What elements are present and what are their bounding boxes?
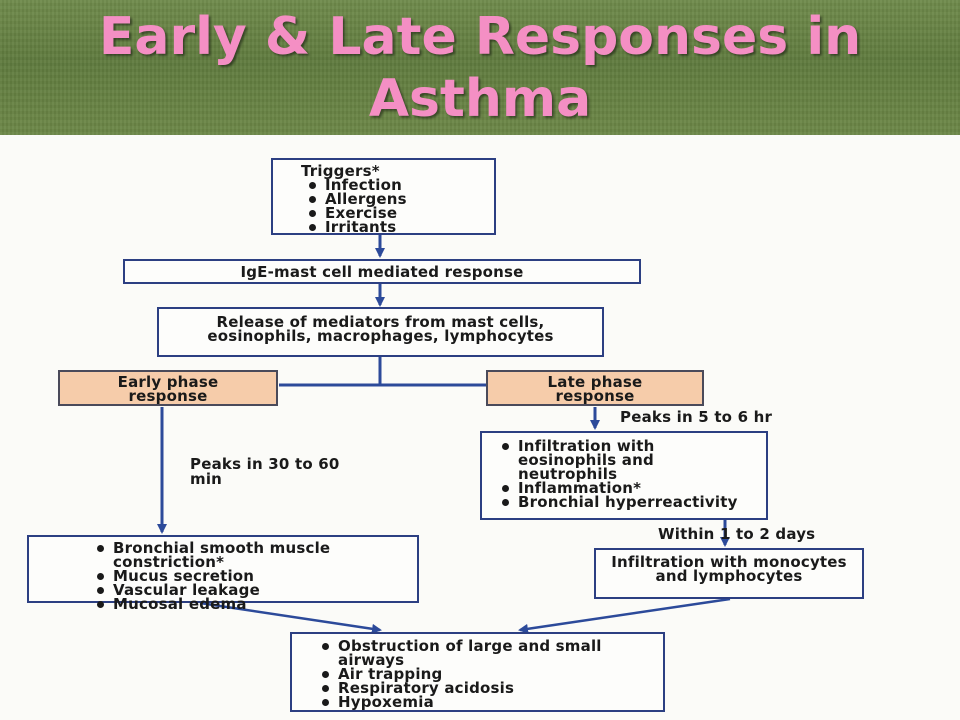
late-effects-box: Infiltration with eosinophils and neutro… <box>480 431 768 520</box>
ige-response-box: IgE-mast cell mediated response <box>123 259 641 284</box>
monocytes-text: Infiltration with monocytes and lymphocy… <box>611 553 847 585</box>
early-phase-box: Early phase response <box>58 370 278 406</box>
triggers-heading: Triggers* <box>301 162 380 180</box>
list-item: Respiratory acidosis <box>314 681 645 696</box>
list-item: Vascular leakage <box>89 583 407 598</box>
triggers-box: Triggers* Infection Allergens Exercise I… <box>271 158 496 235</box>
arrow-early-to-outcomes <box>199 601 382 634</box>
list-item: Air trapping <box>314 667 645 682</box>
early-peak-label: Peaks in 30 to 60 min <box>190 455 340 488</box>
list-item: Mucosal edema <box>89 597 407 612</box>
ige-response-text: IgE-mast cell mediated response <box>240 263 524 281</box>
outcomes-box: Obstruction of large and small airways A… <box>290 632 665 712</box>
list-item: Infiltration with eosinophils and neutro… <box>494 439 758 482</box>
list-item: Allergens <box>301 192 484 207</box>
early-phase-label: Early phase response <box>117 373 219 405</box>
monocytes-box: Infiltration with monocytes and lymphocy… <box>594 548 864 599</box>
title-band: Early & Late Responses in Asthma <box>0 0 960 135</box>
list-item: Exercise <box>301 206 484 221</box>
list-item: Obstruction of large and small airways <box>314 639 645 668</box>
outcomes-list: Obstruction of large and small airways A… <box>314 639 645 710</box>
mediators-box: Release of mediators from mast cells, eo… <box>157 307 604 357</box>
list-item: Infection <box>301 178 484 193</box>
list-item: Mucus secretion <box>89 569 407 584</box>
list-item: Bronchial hyperreactivity <box>494 495 758 510</box>
list-item: Hypoxemia <box>314 695 645 710</box>
early-effects-box: Bronchial smooth muscle constriction* Mu… <box>27 535 419 612</box>
asthma-flowchart: Triggers* Infection Allergens Exercise I… <box>0 135 960 720</box>
early-effects-list: Bronchial smooth muscle constriction* Mu… <box>89 541 407 612</box>
slide-title: Early & Late Responses in Asthma <box>98 7 862 129</box>
list-item: Bronchial smooth muscle constriction* <box>89 541 407 570</box>
late-effects-list: Infiltration with eosinophils and neutro… <box>494 439 758 510</box>
flowchart-connectors <box>157 235 731 634</box>
list-item: Irritants <box>301 220 484 235</box>
late-phase-box: Late phase response <box>486 370 704 406</box>
within-days-label: Within 1 to 2 days <box>658 525 816 543</box>
triggers-list: Infection Allergens Exercise Irritants <box>301 178 484 235</box>
arrow-mono-to-outcomes <box>518 597 731 634</box>
late-phase-label: Late phase response <box>547 373 643 405</box>
list-item: Inflammation* <box>494 481 758 496</box>
late-peak-label: Peaks in 5 to 6 hr <box>620 408 773 426</box>
mediators-text: Release of mediators from mast cells, eo… <box>207 313 554 345</box>
